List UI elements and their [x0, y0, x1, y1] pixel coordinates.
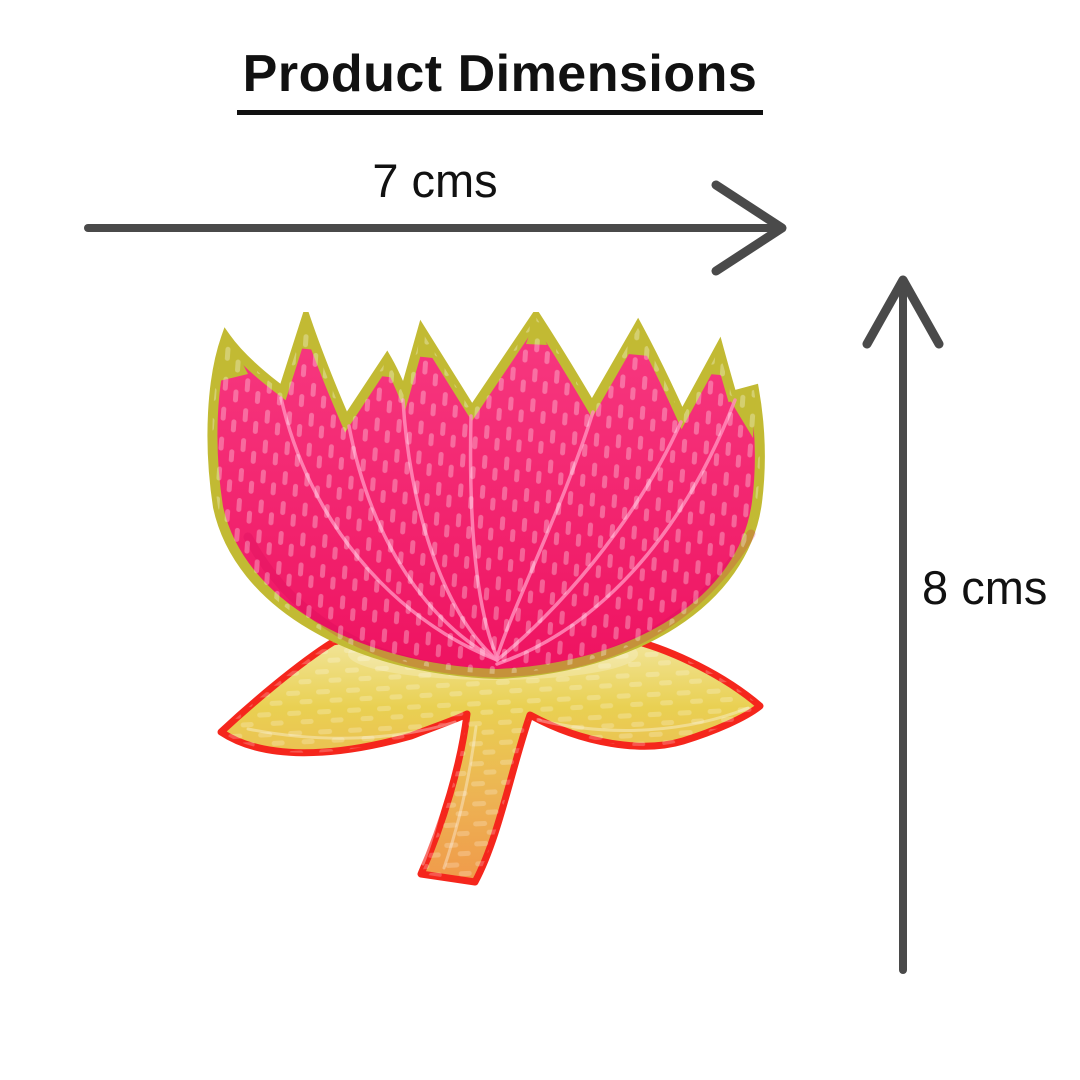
width-dimension-label: 7 cms: [372, 154, 498, 207]
height-dimension-label: 8 cms: [922, 561, 1048, 614]
width-arrow-icon: [84, 180, 787, 276]
page-title: Product Dimensions: [236, 44, 764, 115]
leaf-bead-texture: [221, 625, 760, 882]
width-arrow-head: [711, 180, 787, 276]
petal-bead-texture: [212, 317, 760, 674]
height-arrow-icon: [862, 275, 944, 974]
lotus-petals: [207, 312, 765, 680]
height-arrow-head: [862, 275, 944, 349]
title-wrap: Product Dimensions: [0, 44, 1000, 115]
product-image-lotus: [207, 312, 765, 886]
stem-line-left: [421, 730, 456, 866]
